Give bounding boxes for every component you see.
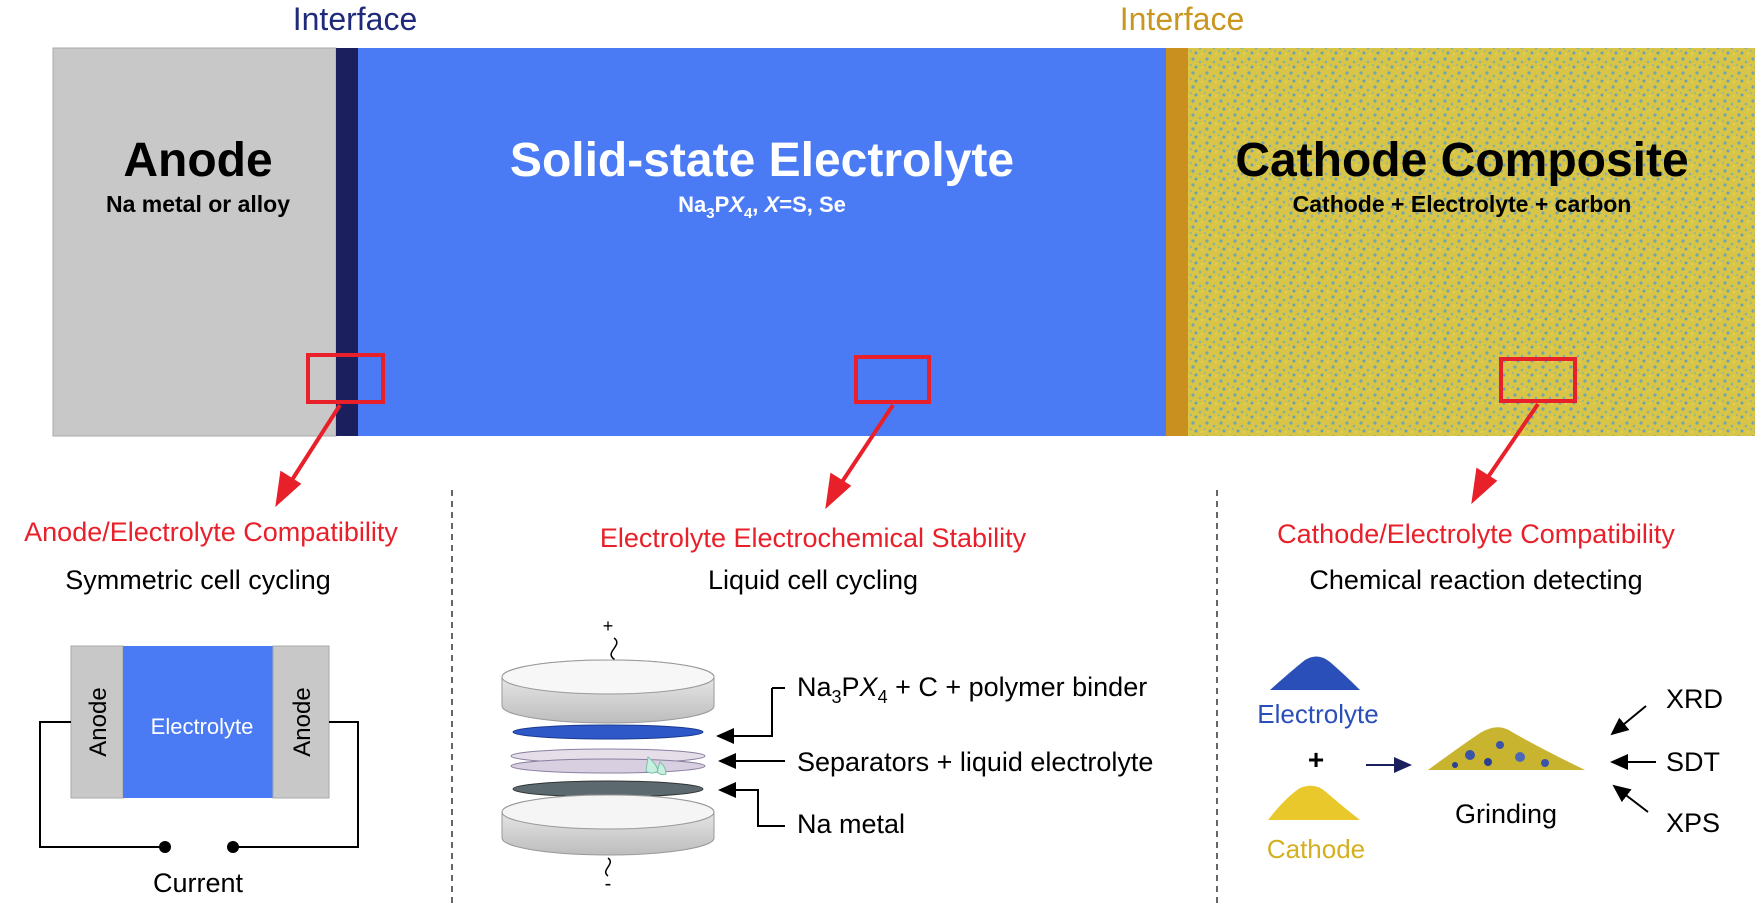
middle-method: Liquid cell cycling [708, 565, 918, 595]
anode-zoom-box [306, 353, 385, 404]
electrolyte-powder-icon [1270, 656, 1360, 690]
cathode-subtitle: Cathode + Electrolyte + carbon [1293, 191, 1632, 217]
electrolyte-zoom-arrow [825, 403, 895, 510]
interface-label-right: Interface [1120, 1, 1245, 37]
liquid-droplet-icon [645, 756, 667, 776]
callout-na-metal-label: Na metal [797, 809, 905, 839]
terminal-right [227, 841, 239, 853]
anode-subtitle: Na metal or alloy [106, 191, 290, 217]
xps-arrow [1612, 784, 1649, 813]
ground-mixture-icon [1428, 727, 1585, 770]
xrd-arrow [1610, 705, 1647, 736]
terminal-left [159, 841, 171, 853]
cathode-electrode-layer [512, 724, 704, 740]
cathode-zoom-box [1499, 357, 1577, 403]
left-heading: Anode/Electrolyte Compatibility [24, 517, 398, 547]
electrolyte-powder-label: Electrolyte [1257, 699, 1378, 729]
middle-heading: Electrolyte Electrochemical Stability [600, 523, 1027, 553]
symmetric-cell: Anode Electrolyte Anode [70, 645, 330, 799]
minus-lead [605, 857, 611, 877]
electrolyte-block [123, 646, 273, 798]
anode-right-label: Anode [289, 687, 316, 756]
interface-label-left: Interface [293, 1, 418, 37]
right-method: Chemical reaction detecting [1309, 565, 1642, 595]
electrolyte-zoom-box [854, 355, 931, 404]
right-heading: Cathode/Electrolyte Compatibility [1277, 519, 1675, 549]
anode-block-left [70, 645, 124, 799]
separator-layer-2 [510, 758, 706, 774]
current-label: Current [153, 868, 244, 898]
callout-na-metal [718, 782, 785, 827]
electrolyte-title: Solid-state Electrolyte [510, 134, 1014, 187]
anode-block-right [272, 645, 330, 799]
callout-separator-label: Separators + liquid electrolyte [797, 747, 1153, 777]
powder-plus-sign: + [1308, 744, 1324, 775]
cathode-powder-label: Cathode [1267, 834, 1365, 864]
grinding-label: Grinding [1455, 799, 1557, 829]
anode-interface-strip [336, 48, 358, 436]
plus-lead [609, 637, 618, 671]
cathode-powder-icon [1268, 785, 1360, 820]
cathode-region [1188, 48, 1755, 436]
minus-terminal: - [605, 873, 612, 895]
electrolyte-region [358, 48, 1166, 436]
anode-title: Anode [123, 134, 272, 187]
electrolyte-block-label: Electrolyte [151, 714, 254, 739]
cathode-interface-strip [1166, 48, 1188, 436]
anode-zoom-arrow [275, 403, 342, 508]
cathode-zoom-arrow [1471, 402, 1540, 505]
left-method: Symmetric cell cycling [65, 565, 331, 595]
cathode-title: Cathode Composite [1235, 134, 1688, 187]
callout-electrode-label: Na3PX4 + C + polymer binder [797, 672, 1147, 707]
electrolyte-formula: Na3PX4, X=S, Se [678, 192, 846, 222]
circuit-wire [39, 721, 359, 848]
xps-label: XPS [1666, 808, 1720, 838]
anode-region [52, 47, 337, 437]
callout-electrode [716, 687, 785, 744]
anode-left-label: Anode [85, 687, 112, 756]
liquid-cell-stack: + - [501, 616, 715, 895]
plus-terminal: + [603, 616, 614, 636]
sdt-label: SDT [1666, 747, 1720, 777]
xrd-label: XRD [1666, 684, 1723, 714]
